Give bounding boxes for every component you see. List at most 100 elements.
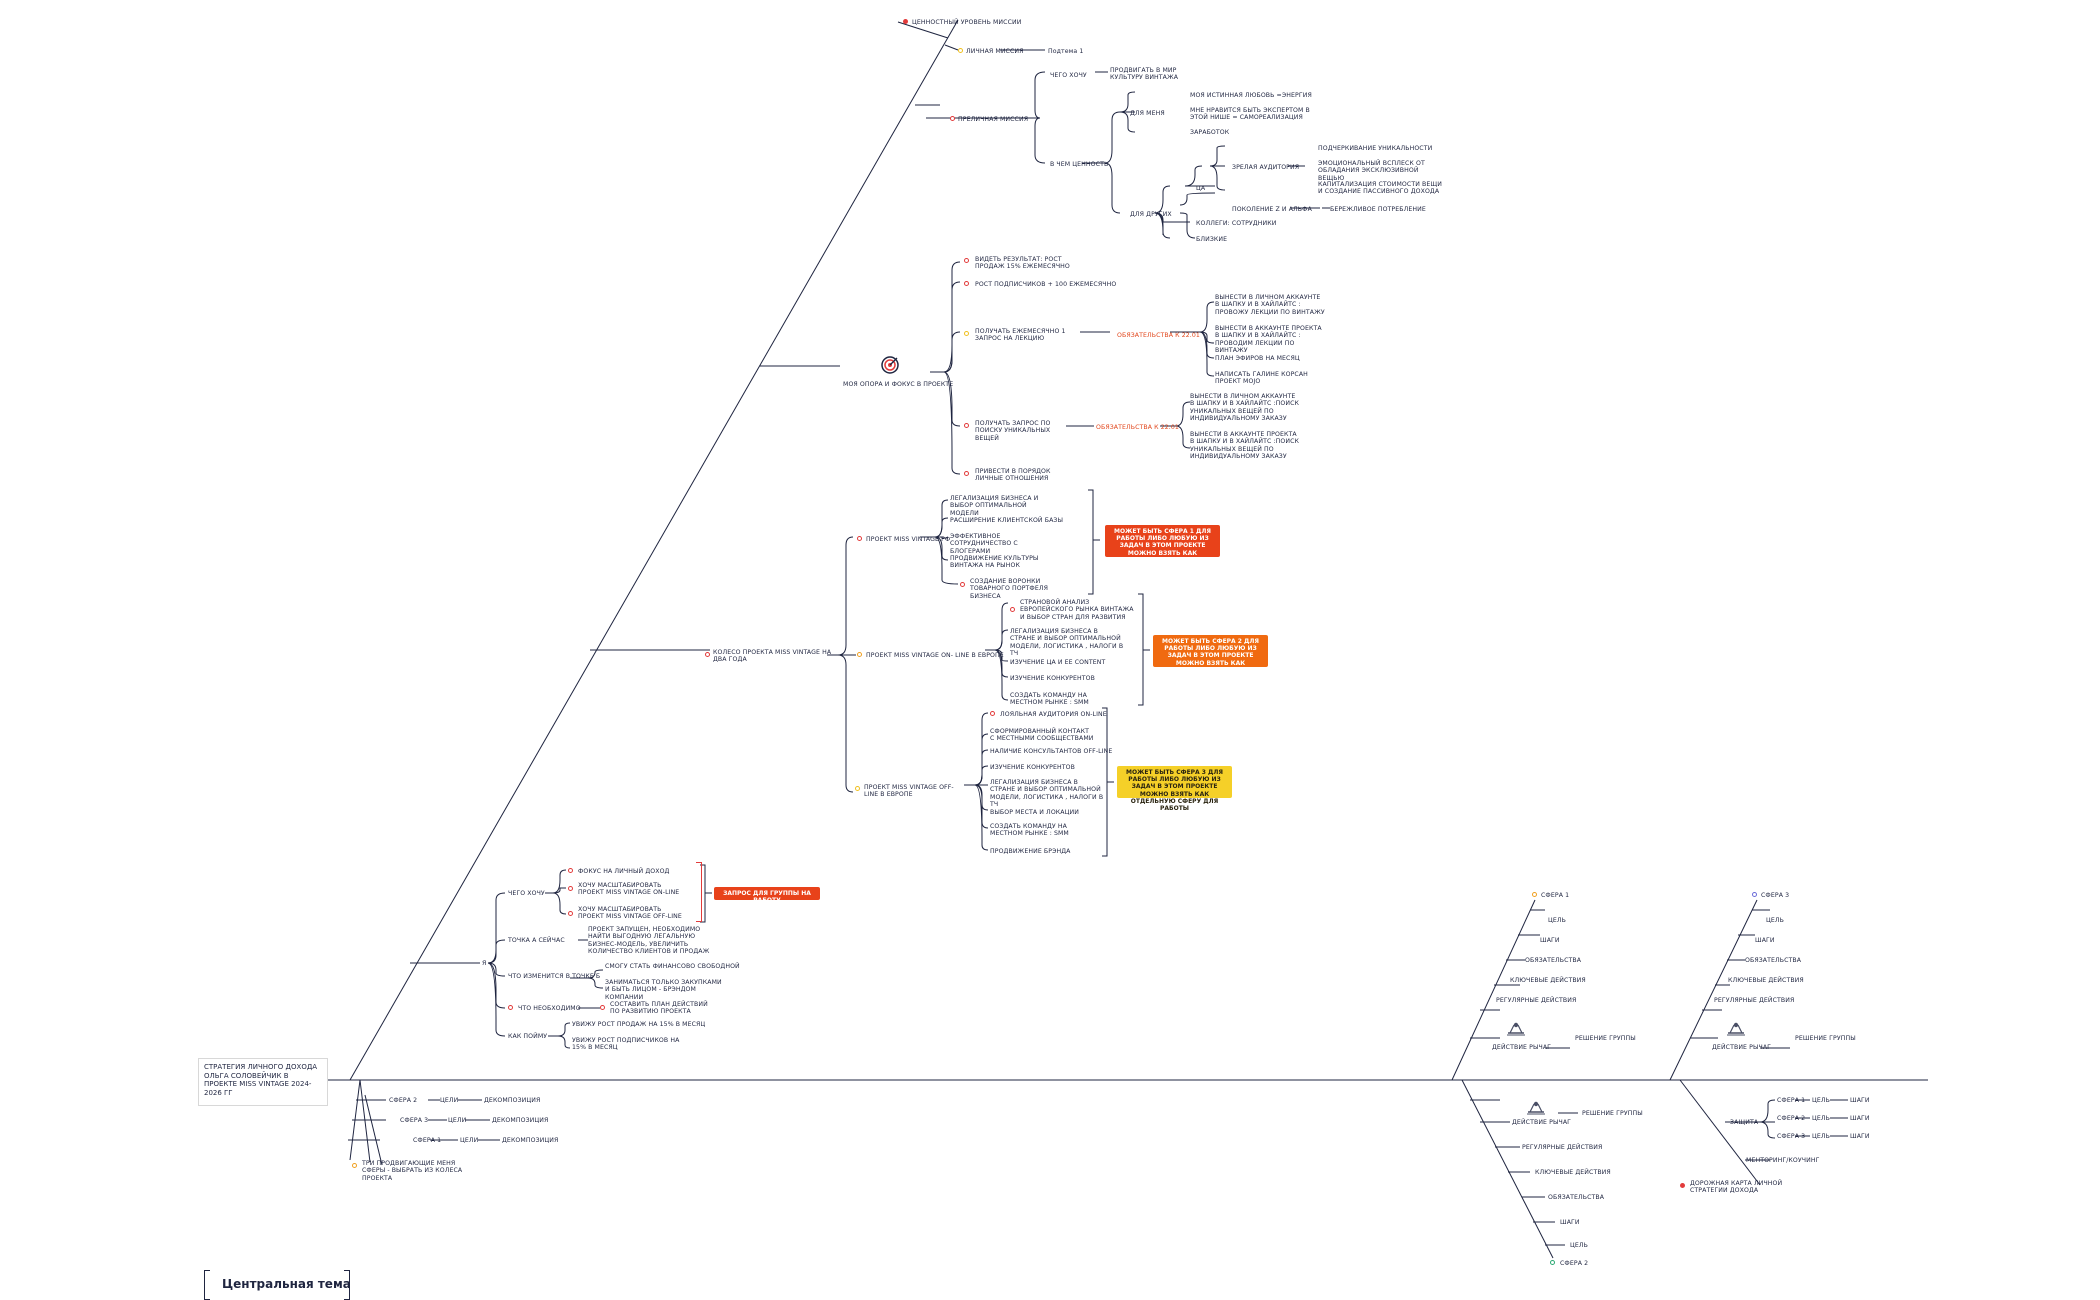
ya-want-1[interactable]: ФОКУС НА ЛИЧНЫЙ ДОХОД [578,868,670,875]
sphere2-solution[interactable]: РЕШЕНИЕ ГРУППЫ [1582,1110,1643,1117]
sphere3-title[interactable]: СФЕРА 3 [1761,892,1790,899]
mature-item-1[interactable]: ПОДЧЕРКИВАНИЕ УНИКАЛЬНОСТИ [1318,145,1433,152]
focus-item-3-obligation[interactable]: ОБЯЗАТЕЛЬСТВА К 22.01 [1117,332,1200,339]
rf-item-5[interactable]: СОЗДАНИЕ ВОРОНКИ ТОВАРНОГО ПОРТФЕЛЯ БИЗН… [970,578,1049,600]
sphere1-title[interactable]: СФЕРА 1 [1541,892,1570,899]
eu-item-5[interactable]: СОЗДАТЬ КОМАНДУ НА МЕСТНОМ РЫНКЕ : SMM [1010,692,1089,707]
lower-s1-dec[interactable]: ДЕКОМПОЗИЦИЯ [502,1137,559,1144]
eu-label[interactable]: ПРОЕКТ MISS VINTAGE ON- LINE В ЕВРОПЕ [866,652,1004,659]
off-item-5[interactable]: ЛЕГАЛИЗАЦИЯ БИЗНЕСА В СТРАНЕ И ВЫБОР ОПТ… [990,779,1104,809]
ya-want-3[interactable]: ХОЧУ МАСШТАБИРОВАТЬ ПРОЕКТ MISS VINTAGE … [578,906,682,921]
focus-item-4[interactable]: ПОЛУЧАТЬ ЗАПРОС ПО ПОИСКУ УНИКАЛЬНЫХ ВЕЩ… [975,420,1051,442]
sphere2-key[interactable]: КЛЮЧЕВЫЕ ДЕЙСТВИЯ [1535,1169,1611,1176]
focus-item-3d[interactable]: НАПИСАТЬ ГАЛИНЕ КОРСАН ПРОЕКТ MOJO [1215,371,1308,386]
colleagues-label[interactable]: КОЛЛЕГИ: СОТРУДНИКИ [1196,220,1277,227]
roadmap-p3-goal[interactable]: ЦЕЛЬ [1812,1133,1831,1140]
eu-item-3[interactable]: ИЗУЧЕНИЕ ЦА И ЕЕ CONTENT [1010,659,1106,666]
roadmap-title[interactable]: ДОРОЖНАЯ КАРТА ЛИЧНОЙ СТРАТЕГИИ ДОХОДА [1690,1180,1783,1195]
lower-s3-dec[interactable]: ДЕКОМПОЗИЦИЯ [492,1117,549,1124]
focus-item-3[interactable]: ПОЛУЧАТЬ ЕЖЕМЕСЯЧНО 1 ЗАПРОС НА ЛЕКЦИЮ [975,328,1066,343]
eu-item-1[interactable]: СТРАНОВОЙ АНАЛИЗ ЕВРОПЕЙСКОГО РЫНКА ВИНТ… [1020,599,1134,621]
off-item-3[interactable]: НАЛИЧИЕ КОНСУЛЬТАНТОВ OFF-LINE [990,748,1113,755]
mature-item-2[interactable]: ЭМОЦИОНАЛЬНЫЙ ВСПЛЕСК ОТ ОБЛАДАНИЯ ЭКСКЛ… [1318,160,1425,182]
sphere1-key[interactable]: КЛЮЧЕВЫЕ ДЕЙСТВИЯ [1510,977,1586,984]
sphere1-regular[interactable]: РЕГУЛЯРНЫЕ ДЕЙСТВИЯ [1496,997,1577,1004]
rf-label[interactable]: ПРОЕКТ MISS VINTAGE РФ [866,536,951,543]
ya-want-2[interactable]: ХОЧУ МАСШТАБИРОВАТЬ ПРОЕКТ MISS VINTAGE … [578,882,680,897]
me-item-2[interactable]: МНЕ НРАВИТСЯ БЫТЬ ЭКСПЕРТОМ В ЭТОЙ НИШЕ … [1190,107,1310,122]
off-item-4[interactable]: ИЗУЧЕНИЕ КОНКУРЕНТОВ [990,764,1075,771]
eu-item-4[interactable]: ИЗУЧЕНИЕ КОНКУРЕНТОВ [1010,675,1095,682]
focus-item-2[interactable]: РОСТ ПОДПИСЧИКОВ + 100 ЕЖЕМЕСЯЧНО [975,281,1117,288]
rf-item-2[interactable]: РАСШИРЕНИЕ КЛИЕНТСКОЙ БАЗЫ [950,517,1064,524]
ya-want-note[interactable]: ЗАПРОС ДЛЯ ГРУППЫ НА РАБОТУ [714,887,820,904]
sphere3-key[interactable]: КЛЮЧЕВЫЕ ДЕЙСТВИЯ [1728,977,1804,984]
roadmap-p2-goal[interactable]: ЦЕЛЬ [1812,1115,1831,1122]
roadmap-protection[interactable]: ЗАЩИТА [1730,1119,1759,1126]
focus-item-3b[interactable]: ВЫНЕСТИ В АККАУНТЕ ПРОЕКТА В ШАПКУ И В Х… [1215,325,1322,355]
sphere2-steps[interactable]: ШАГИ [1560,1219,1580,1226]
off-label[interactable]: ПРОЕКТ MISS VINTAGE OFF- LINE В ЕВРОПЕ [864,784,954,799]
mature-item-3[interactable]: КАПИТАЛИЗАЦИЯ СТОИМОСТИ ВЕЩИ И СОЗДАНИЕ … [1318,181,1442,196]
sphere1-solution[interactable]: РЕШЕНИЕ ГРУППЫ [1575,1035,1636,1042]
sphere2-regular[interactable]: РЕГУЛЯРНЫЕ ДЕЙСТВИЯ [1522,1144,1603,1151]
focus-item-5[interactable]: ПРИВЕСТИ В ПОРЯДОК ЛИЧНЫЕ ОТНОШЕНИЯ [975,468,1051,483]
focus-item-3a[interactable]: ВЫНЕСТИ В ЛИЧНОМ АККАУНТЕ В ШАПКУ И В ХА… [1215,294,1325,316]
lower-s2[interactable]: СФЕРА 2 [389,1097,418,1104]
lower-s2-dec[interactable]: ДЕКОМПОЗИЦИЯ [484,1097,541,1104]
rf-item-1[interactable]: ЛЕГАЛИЗАЦИЯ БИЗНЕСА И ВЫБОР ОПТИМАЛЬНОЙ … [950,495,1039,517]
off-item-2[interactable]: СФОРМИРОВАННЫЙ КОНТАКТ С МЕСТНЫМИ СООБЩЕ… [990,728,1094,743]
roadmap-p2-steps[interactable]: ШАГИ [1850,1115,1870,1122]
sphere1-steps[interactable]: ШАГИ [1540,937,1560,944]
for-me-label[interactable]: ДЛЯ МЕНЯ [1130,110,1165,117]
ya-label[interactable]: Я [482,960,487,967]
focus-item-4a[interactable]: ВЫНЕСТИ В ЛИЧНОМ АККАУНТЕ В ШАПКУ И В ХА… [1190,393,1299,423]
ya-want-label[interactable]: ЧЕГО ХОЧУ [508,890,545,897]
off-item-7[interactable]: СОЗДАТЬ КОМАНДУ НА МЕСТНОМ РЫНКЕ : SMM [990,823,1069,838]
value-in-label[interactable]: В ЧЕМ ЦЕННОСТЬ [1050,161,1109,168]
sphere3-solution[interactable]: РЕШЕНИЕ ГРУППЫ [1795,1035,1856,1042]
lower-s2-goal[interactable]: ЦЕЛИ [440,1097,459,1104]
me-item-1[interactable]: МОЯ ИСТИННАЯ ЛЮБОВЬ =ЭНЕРГИЯ [1190,92,1312,99]
roadmap-mentor[interactable]: МЕНТОРИНГ/КОУЧИНГ [1746,1157,1820,1164]
sphere2-title[interactable]: СФЕРА 2 [1560,1260,1589,1267]
generation-label[interactable]: ПОКОЛЕНИЕ Z и АЛЬФА [1232,206,1312,213]
roadmap-p2[interactable]: СФЕРА 2 [1777,1115,1806,1122]
ya-how-2[interactable]: УВИЖУ РОСТ ПОДПИСЧИКОВ НА 15% В МЕСЯЦ [572,1037,680,1052]
want-value[interactable]: ПРОДВИГАТЬ В МИР КУЛЬТУРУ ВИНТАЖА [1110,67,1179,82]
roadmap-p3[interactable]: СФЕРА 3 [1777,1133,1806,1140]
lower-s1-goal[interactable]: ЦЕЛИ [460,1137,479,1144]
want-label[interactable]: ЧЕГО ХОЧУ [1050,72,1087,79]
rf-note[interactable]: МОЖЕТ БЫТЬ СФЕРА 1 ДЛЯ РАБОТЫ ЛИБО ЛЮБУЮ… [1105,525,1220,571]
value-level-label[interactable]: ЦЕННОСТНЫЙ УРОВЕНЬ МИССИИ [912,19,1022,26]
focus-item-1[interactable]: ВИДЕТЬ РЕЗУЛЬТАТ: РОСТ ПРОДАЖ 15% ЕЖЕМЕС… [975,256,1070,271]
me-item-3[interactable]: ЗАРАБОТОК [1190,129,1230,136]
personal-mission-label[interactable]: ЛИЧНАЯ МИССИЯ [966,48,1024,55]
focus-item-4b[interactable]: ВЫНЕСТИ В АККАУНТЕ ПРОЕКТА В ШАПКУ И В Х… [1190,431,1299,461]
ya-now-value[interactable]: ПРОЕКТ ЗАПУЩЕН, НЕОБХОДИМО НАЙТИ ВЫГОДНУ… [588,926,710,956]
rf-item-4[interactable]: ПРОДВИЖЕНИЕ КУЛЬТУРЫ ВИНТАЖА НА РЫНОК [950,555,1039,570]
business-mission-label[interactable]: ПРЕЛИЧНАЯ МИССИЯ [958,116,1029,123]
eu-note[interactable]: МОЖЕТ БЫТЬ СФЕРА 2 ДЛЯ РАБОТЫ ЛИБО ЛЮБУЮ… [1153,635,1268,681]
for-others-label[interactable]: ДЛЯ ДРУГИХ [1130,211,1172,218]
main-topic[interactable]: СТРАТЕГИЯ ЛИЧНОГО ДОХОДА ОЛЬГА СОЛОВЕЙЧИ… [198,1058,328,1106]
sphere3-steps[interactable]: ШАГИ [1755,937,1775,944]
lower-s1[interactable]: СФЕРА 1 [413,1137,442,1144]
close-ones-label[interactable]: БЛИЗКИЕ [1196,236,1228,243]
lower-s3[interactable]: СФЕРА 3 [400,1117,429,1124]
ya-b-2[interactable]: ЗАНИМАТЬСЯ ТОЛЬКО ЗАКУПКАМИ И БЫТЬ ЛИЦОМ… [605,979,722,1001]
ya-need-label[interactable]: ЧТО НЕОБХОДИМО [518,1005,581,1012]
wheel-title[interactable]: КОЛЕСО ПРОЕКТА MISS VINTAGE НА ДВА ГОДА [713,649,832,664]
ca-label[interactable]: ЦА [1196,185,1206,192]
ya-now-label[interactable]: ТОЧКА А СЕЙЧАС [508,937,565,944]
roadmap-p3-steps[interactable]: ШАГИ [1850,1133,1870,1140]
focus-item-3c[interactable]: ПЛАН ЭФИРОВ НА МЕСЯЦ [1215,355,1300,362]
ya-b-label[interactable]: ЧТО ИЗМЕНИТСЯ В ТОЧКЕ Б [508,973,601,980]
roadmap-p1-goal[interactable]: ЦЕЛЬ [1812,1097,1831,1104]
sphere3-oblig[interactable]: ОБЯЗАТЕЛЬСТВА [1745,957,1802,964]
sphere1-oblig[interactable]: ОБЯЗАТЕЛЬСТВА [1525,957,1582,964]
sphere2-lever[interactable]: ДЕЙСТВИЕ РЫЧАГ [1512,1119,1572,1126]
sphere3-lever[interactable]: ДЕЙСТВИЕ РЫЧАГ [1712,1044,1772,1051]
sphere2-goal[interactable]: ЦЕЛЬ [1570,1242,1589,1249]
three-spheres-label[interactable]: ТРИ ПРОДВИГАЮЩИЕ МЕНЯ СФЕРЫ - ВЫБРАТЬ ИЗ… [362,1160,463,1182]
